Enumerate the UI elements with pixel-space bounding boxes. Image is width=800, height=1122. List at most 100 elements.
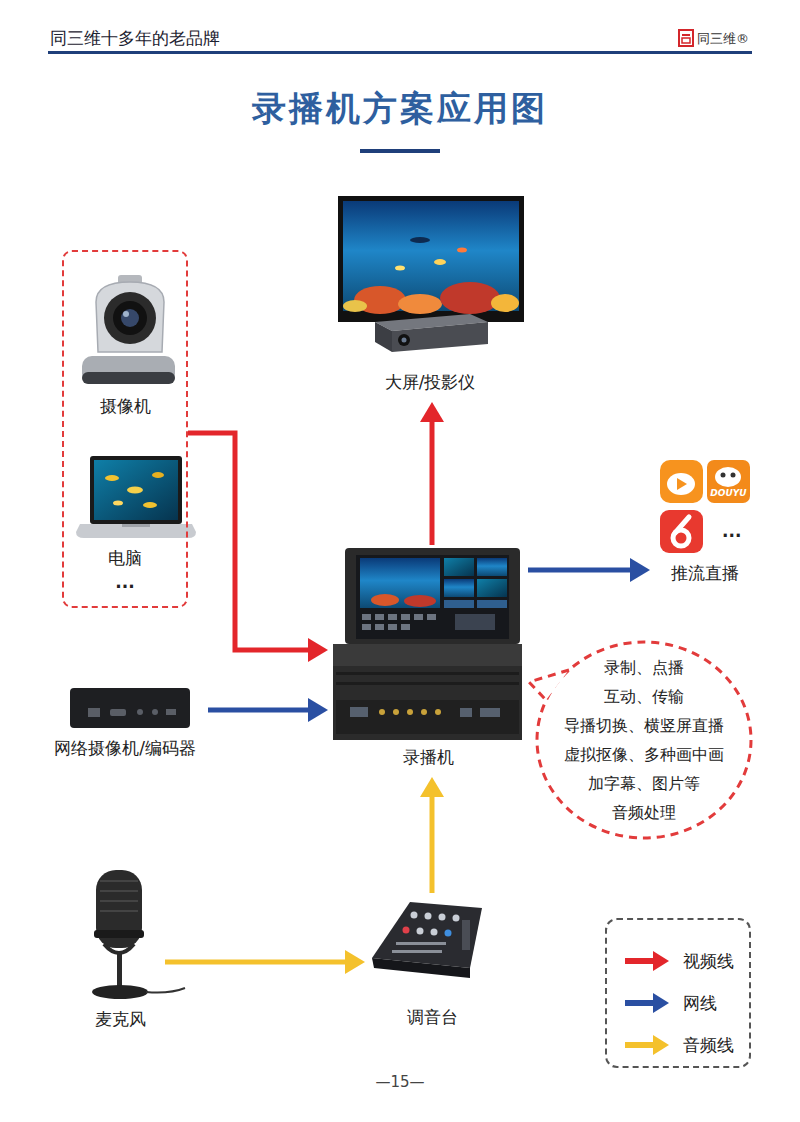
recorder-picture-part bbox=[360, 558, 440, 608]
microphone-picture-part bbox=[100, 880, 138, 882]
connector-line bbox=[208, 708, 310, 713]
laptop-picture bbox=[76, 456, 196, 538]
projector-picture-part bbox=[375, 322, 392, 352]
brand-logo-text: 同三维® bbox=[697, 30, 749, 47]
microphone-picture-part bbox=[104, 944, 134, 953]
feature-item: 互动、传输 bbox=[604, 682, 684, 711]
recorder-picture-part bbox=[414, 614, 423, 620]
mixer-picture bbox=[372, 902, 482, 978]
platform-logos-part bbox=[715, 467, 741, 487]
camera-picture-part bbox=[123, 311, 129, 317]
connector-arrow bbox=[165, 950, 365, 974]
legend-text: 视频线 bbox=[683, 950, 734, 973]
recorder-picture-part bbox=[401, 624, 410, 630]
device-label: 网络摄像机/编码器 bbox=[54, 738, 196, 758]
screen-picture bbox=[338, 196, 524, 322]
computer-node: 电脑 bbox=[70, 448, 180, 570]
mixer-picture-part bbox=[403, 927, 410, 934]
microphone-picture-part bbox=[100, 890, 138, 892]
legend-row: 音频线 bbox=[607, 1024, 749, 1066]
platform-logos-part bbox=[667, 473, 695, 495]
connector-line bbox=[165, 960, 347, 965]
mixer-picture-part bbox=[439, 914, 446, 921]
recorder-picture bbox=[333, 548, 522, 740]
recorder-node: 录播机 bbox=[328, 545, 528, 777]
encoder-picture-part bbox=[70, 688, 190, 728]
connector-line bbox=[528, 568, 632, 573]
connector-arrow bbox=[188, 433, 328, 662]
legend-text: 音频线 bbox=[683, 1034, 734, 1057]
recorder-picture-part bbox=[407, 709, 413, 715]
recorder-picture-part bbox=[333, 666, 522, 740]
device-label: 录播机 bbox=[403, 747, 454, 767]
screen-picture-part bbox=[410, 237, 430, 243]
screen-picture-part bbox=[440, 282, 500, 314]
mixer-picture-part bbox=[417, 928, 424, 935]
laptop-picture-part bbox=[76, 524, 196, 538]
arrow-head bbox=[345, 950, 365, 974]
microphone-picture-part bbox=[146, 988, 185, 993]
camera-picture-part bbox=[104, 292, 156, 344]
recorder-picture-part bbox=[455, 614, 495, 630]
device-label: 摄像机 bbox=[100, 396, 151, 416]
connector-arrow bbox=[528, 558, 650, 582]
stream-node: 推流直播 bbox=[650, 455, 760, 585]
recorder-picture-part bbox=[336, 672, 519, 675]
encoder-picture-part bbox=[166, 709, 176, 715]
connector-arrow bbox=[208, 698, 328, 722]
display-node: 大屏/投影仪 bbox=[330, 190, 530, 402]
projector-picture bbox=[375, 314, 488, 352]
camera-picture-part bbox=[121, 309, 139, 327]
recorder-picture-part bbox=[336, 700, 519, 734]
arrow-head bbox=[308, 638, 328, 662]
screen-picture-part bbox=[338, 196, 524, 322]
recorder-picture-part bbox=[444, 558, 474, 576]
recorder-picture-part bbox=[421, 709, 427, 715]
mixer-picture-part bbox=[392, 950, 442, 953]
microphone-picture-part bbox=[92, 985, 148, 999]
legend-text: 网线 bbox=[683, 992, 717, 1015]
recorder-picture-part bbox=[477, 579, 507, 597]
laptop-picture-part bbox=[94, 460, 178, 520]
logo-wordmark: DOUYU bbox=[707, 487, 750, 500]
device-label: 电脑 bbox=[108, 548, 142, 568]
device-label: 推流直播 bbox=[671, 563, 739, 583]
platform-logos-part bbox=[721, 473, 726, 478]
more-ellipsis: ... bbox=[722, 521, 741, 542]
connector-arrow bbox=[420, 777, 444, 893]
laptop-picture-part bbox=[105, 475, 119, 481]
recorder-picture-part bbox=[444, 579, 474, 597]
mixer-picture-part bbox=[431, 929, 438, 936]
legend-arrow bbox=[625, 951, 669, 971]
platform-logos bbox=[660, 460, 750, 553]
device-label: 麦克风 bbox=[95, 1009, 146, 1029]
mixer-picture-part bbox=[411, 912, 418, 919]
recorder-picture-part bbox=[345, 548, 520, 644]
arrow-head bbox=[420, 402, 444, 422]
projector-picture-part bbox=[392, 322, 488, 352]
encoder-picture-part bbox=[137, 709, 143, 715]
more-ellipsis: ... bbox=[115, 572, 134, 592]
feature-item: 录制、点播 bbox=[604, 653, 684, 682]
mixer-picture-part bbox=[396, 942, 446, 945]
legend-box: 视频线网线音频线 bbox=[605, 918, 751, 1068]
microphone-picture-part bbox=[100, 900, 138, 902]
recorder-picture-part bbox=[379, 709, 385, 715]
recorder-picture-part bbox=[350, 707, 368, 717]
legend-arrow bbox=[625, 993, 669, 1013]
microphone-picture-part bbox=[117, 954, 122, 988]
mixer-picture-part bbox=[372, 958, 470, 978]
header-rule-part bbox=[48, 51, 752, 54]
brand-logo-icon bbox=[679, 30, 693, 46]
encoder-node: 网络摄像机/编码器 bbox=[42, 683, 208, 760]
connector-line bbox=[188, 433, 310, 650]
encoder-picture-part bbox=[110, 709, 126, 716]
encoder-picture-part bbox=[88, 708, 100, 717]
recorder-picture-part bbox=[375, 614, 384, 620]
camera-picture bbox=[82, 275, 175, 384]
screen-picture-part bbox=[398, 294, 442, 314]
platform-logos-part bbox=[707, 460, 750, 503]
recorder-picture-part bbox=[371, 594, 399, 606]
camera-picture-part bbox=[82, 372, 175, 384]
